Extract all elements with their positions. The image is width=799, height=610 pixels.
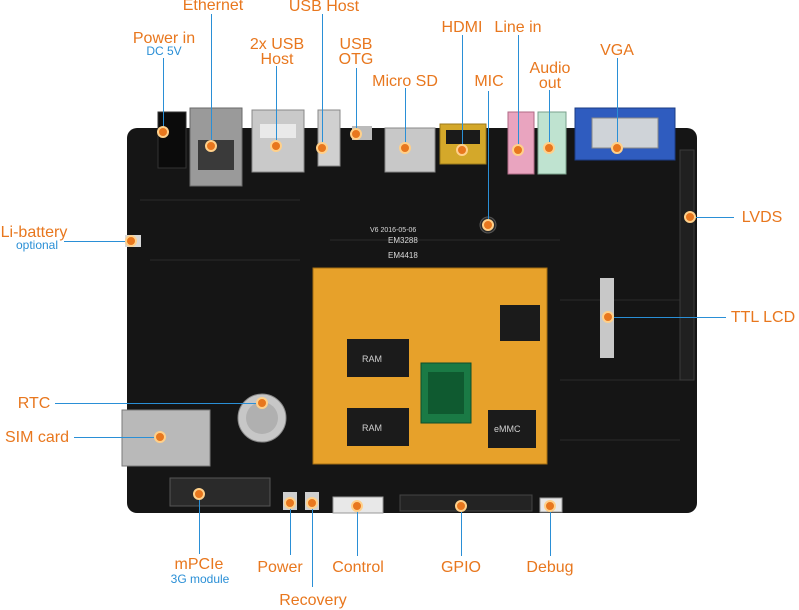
line-in-dot [512, 144, 524, 156]
power-in-label: Power in [132, 30, 196, 47]
3g-module-sublabel: 3G module [170, 572, 230, 586]
usb-otg-label-line1: USB [339, 36, 373, 53]
sim-card-slot [121, 409, 211, 467]
vga-dot [611, 142, 623, 154]
gpio-dot [455, 500, 467, 512]
usb-slot [260, 124, 296, 138]
power-label: Power [257, 559, 303, 576]
recovery-label: Recovery [279, 592, 347, 609]
power-dot [284, 497, 296, 509]
pcb-traces [140, 199, 680, 441]
audio-out-leader [549, 90, 550, 148]
audio-out-jack [537, 111, 567, 175]
gpio-leader [461, 506, 462, 556]
module-chips [347, 305, 540, 448]
debug-label: Debug [526, 559, 574, 576]
ttl-lcd-label: TTL LCD [730, 309, 796, 326]
dc5v-sublabel: DC 5V [146, 44, 182, 58]
recovery-dot [306, 497, 318, 509]
ethernet-label: Ethernet [182, 0, 244, 14]
sim-card-dot [154, 431, 166, 443]
power-in-dot [157, 126, 169, 138]
mpcie-label: mPCIe [174, 556, 224, 573]
control-leader [357, 506, 358, 556]
lvds-dot [684, 211, 696, 223]
soc-die [428, 372, 464, 414]
line-in-label: Line in [494, 19, 542, 36]
usb2x-label: 2x USB [249, 36, 305, 53]
usb-host-dot [316, 142, 328, 154]
mpcie-dot [193, 488, 205, 500]
audio-out-label-line1: Audio [529, 60, 571, 77]
rtc-label: RTC [17, 395, 51, 412]
mpcie-slot [169, 477, 271, 507]
li-battery-leader [64, 241, 130, 242]
line-in-jack [507, 111, 535, 175]
usb2x-leader [276, 66, 277, 146]
sim-card-label: SIM card [4, 429, 69, 446]
debug-dot [544, 500, 556, 512]
micro-sd-label: Micro SD [372, 73, 438, 90]
mic-dot [482, 219, 494, 231]
usb-host-label: USB Host [288, 0, 360, 15]
silkscreen-emmc: eMMC [494, 424, 521, 434]
silkscreen-ram-1: RAM [362, 354, 382, 364]
lvds-header [679, 149, 695, 381]
vga-label: VGA [600, 42, 634, 59]
gpio-label: GPIO [440, 559, 481, 576]
mpcie-leader [199, 494, 200, 554]
mic-label: MIC [474, 73, 504, 90]
control-dot [351, 500, 363, 512]
hdmi-label: HDMI [441, 19, 483, 36]
hdmi-dot [456, 144, 468, 156]
sim-card-leader [74, 437, 160, 438]
micro-sd-leader [405, 88, 406, 148]
ethernet-dot [205, 140, 217, 152]
audio-out-label-line2: out [538, 75, 562, 92]
usb-host-leader [322, 14, 323, 148]
silkscreen-ram-2: RAM [362, 423, 382, 433]
power-leader [290, 503, 291, 555]
hdmi-socket [446, 130, 480, 144]
lvds-label: LVDS [741, 209, 783, 226]
mic-leader [488, 91, 489, 223]
ttl-lcd-dot [602, 311, 614, 323]
rtc-dot [256, 397, 268, 409]
rtc-battery-inner [246, 402, 278, 434]
usb-otg-leader [356, 68, 357, 134]
usb-otg-dot [350, 128, 362, 140]
power-jack [157, 111, 187, 169]
hdmi-leader [462, 35, 463, 150]
recovery-leader [312, 503, 313, 587]
usb-otg-label-line2: OTG [338, 51, 374, 68]
vga-leader [617, 58, 618, 148]
li-battery-dot [125, 235, 137, 247]
li-battery-label: Li-battery [0, 224, 68, 241]
silkscreen-board-version: V6 2016-05-06 [370, 227, 416, 234]
vga-socket [591, 117, 659, 149]
optional-sublabel: optional [15, 238, 59, 252]
line-in-leader [518, 35, 519, 150]
ethernet-leader [211, 14, 212, 146]
ttl-lcd-leader [608, 317, 726, 318]
power-in-leader [163, 58, 164, 132]
silkscreen-module-name: EM4418 [388, 251, 418, 260]
audio-out-dot [543, 142, 555, 154]
usb2x-host-label: Host [260, 51, 294, 68]
usb2x-dot [270, 140, 282, 152]
silkscreen-board-name: EM3288 [388, 236, 418, 245]
lvds-leader [690, 217, 734, 218]
control-label: Control [332, 559, 384, 576]
rtc-leader [55, 403, 262, 404]
debug-leader [550, 506, 551, 556]
micro-sd-dot [399, 142, 411, 154]
